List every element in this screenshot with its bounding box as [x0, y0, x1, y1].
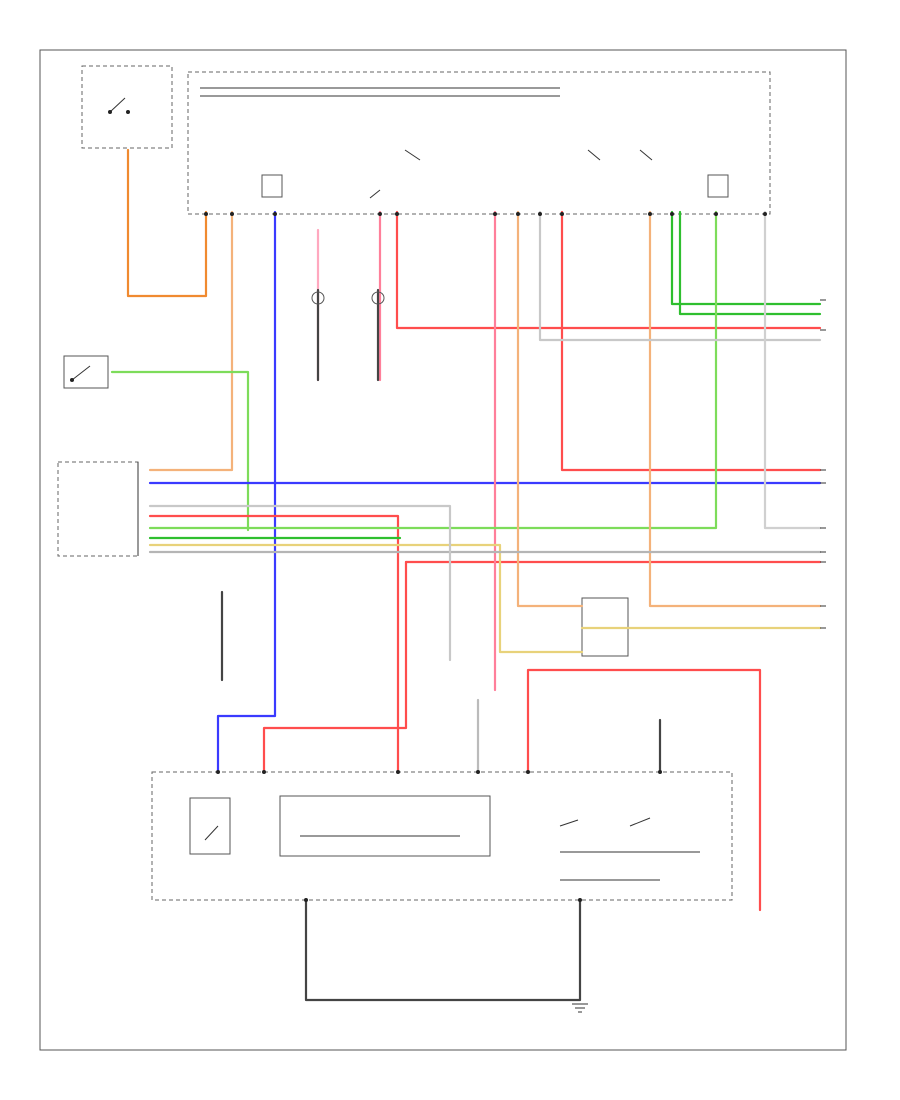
wire-green-right	[148, 210, 822, 540]
lamp-right	[371, 291, 385, 305]
diagram-frame	[39, 49, 847, 1051]
main-module	[151, 771, 733, 901]
gauge-cluster-connector	[57, 461, 139, 557]
wire-orange-long	[148, 210, 234, 472]
wire-red-main	[148, 210, 822, 912]
brake-switch	[81, 65, 173, 149]
power-distribution-box	[187, 71, 771, 215]
wire-dark-gray	[220, 288, 662, 1002]
wire-green-mirror	[110, 370, 250, 532]
right-edge-connectors	[820, 299, 826, 629]
top-pins	[204, 212, 767, 216]
wire-yellow	[148, 543, 822, 654]
ground-symbol	[572, 1003, 588, 1013]
wire-orange-right	[516, 210, 822, 608]
lamp-left	[311, 291, 325, 305]
wire-orange-brake	[126, 148, 208, 298]
wire-grey	[148, 210, 822, 774]
wire-blue	[148, 210, 822, 774]
bottom-pins	[216, 770, 662, 902]
mirror-switch	[63, 355, 109, 389]
